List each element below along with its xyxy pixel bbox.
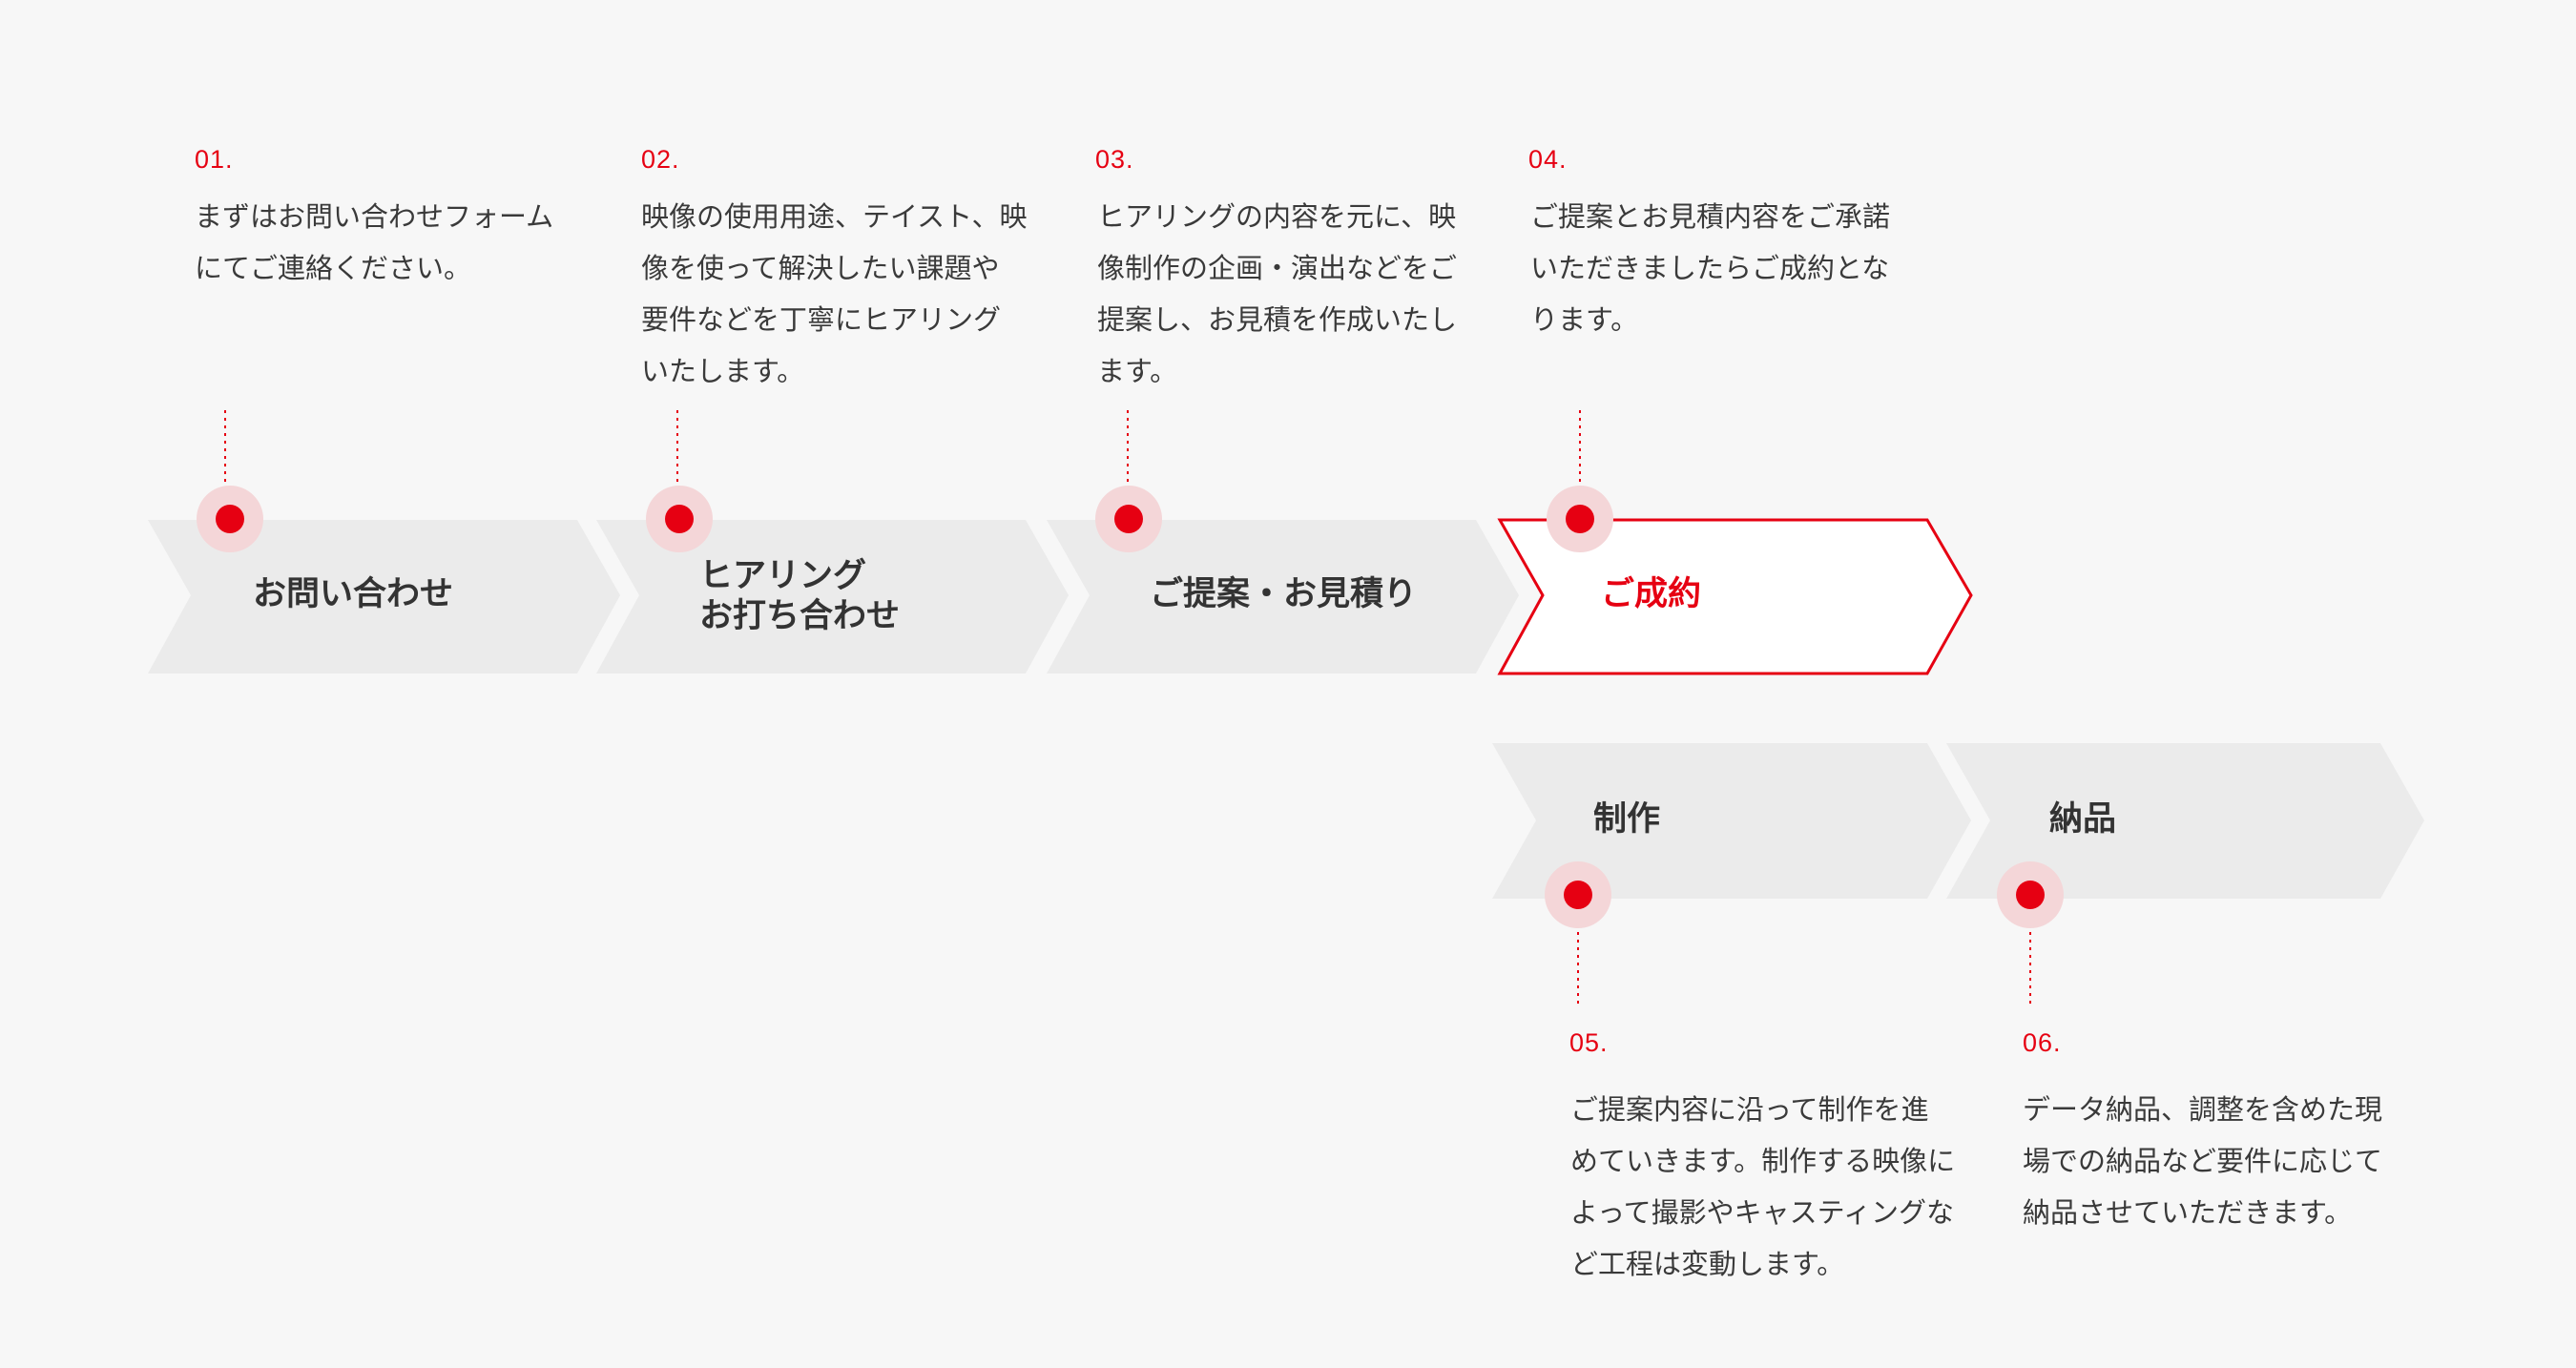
step-6-dot xyxy=(1997,861,2064,928)
step-4-description: ご提案とお見積内容をご承諾 いただきましたらご成約とな ります。 xyxy=(1530,200,1891,336)
step-6-number: 06. xyxy=(2023,1028,2062,1057)
step-4-label: ご成約 xyxy=(1601,575,1702,613)
step-2-dot xyxy=(646,486,713,552)
step-1-dot xyxy=(197,486,263,552)
step-3-chevron xyxy=(1047,520,1519,674)
step-5-chevron xyxy=(1492,743,1971,899)
step-5-number: 05. xyxy=(1569,1028,1609,1057)
step-4-number: 04. xyxy=(1528,145,1568,174)
step-3-label: ご提案・お見積り xyxy=(1150,575,1418,613)
step-4-chevron xyxy=(1497,518,1973,675)
step-1-label: お問い合わせ xyxy=(253,575,454,613)
step-2-description: 映像の使用用途、テイスト、映 像を使って解決したい課題や 要件などを丁寧にヒアリ… xyxy=(641,200,1028,387)
step-3-number: 03. xyxy=(1095,145,1134,174)
step-2-chevron xyxy=(596,520,1069,674)
step-3-dot xyxy=(1095,486,1162,552)
step-2-number: 02. xyxy=(641,145,680,174)
step-4-dot xyxy=(1547,486,1613,552)
step-6-description: データ納品、調整を含めた現 場での納品など要件に応じて 納品させていただきます。 xyxy=(2023,1093,2383,1229)
step-1-chevron xyxy=(148,520,620,674)
step-6-label: 納品 xyxy=(2049,800,2117,839)
step-6-chevron xyxy=(1946,743,2424,899)
step-3-description: ヒアリングの内容を元に、映 像制作の企画・演出などをご 提案し、お見積を作成いた… xyxy=(1097,200,1458,387)
step-5-label: 制作 xyxy=(1593,800,1661,839)
step-5-description: ご提案内容に沿って制作を進 めていきます。制作する映像に よって撮影やキャスティ… xyxy=(1570,1093,1956,1280)
step-1-description: まずはお問い合わせフォーム にてご連絡ください。 xyxy=(195,200,554,284)
step-5-dot xyxy=(1545,861,1611,928)
step-1-number: 01. xyxy=(195,145,234,174)
step-2-label: ヒアリング お打ち合わせ xyxy=(699,557,901,635)
